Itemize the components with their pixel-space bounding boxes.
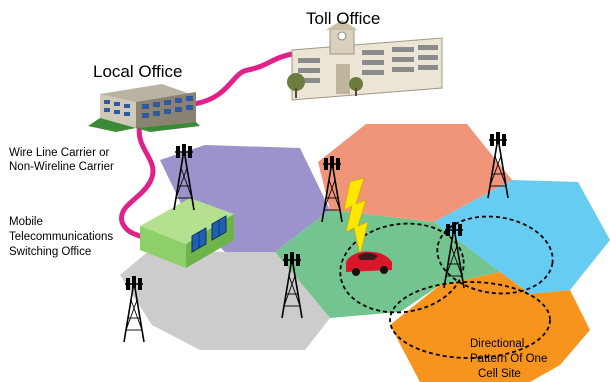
- carrier-label-line-2: Non-Wireline Carrier: [9, 161, 114, 173]
- cell-salmon: [318, 124, 512, 222]
- mtso-label-line-1: Mobile: [9, 216, 43, 228]
- cables: [119, 51, 295, 239]
- directional-label-line-2: Pattern Of One: [470, 353, 547, 365]
- cell-blue: [434, 180, 610, 294]
- cable-local-to-mtso: [119, 121, 156, 239]
- tower-icon: [123, 275, 145, 343]
- cable-local-to-toll: [191, 51, 295, 107]
- mtso-label-line-2: Telecommunications: [9, 231, 113, 243]
- carrier-label-line-1: Wire Line Carrier or: [9, 147, 109, 159]
- cell-gray: [120, 250, 330, 350]
- mtso-label-line-3: Switching Office: [9, 246, 91, 258]
- car-icon: [346, 251, 392, 276]
- pattern-lobe-bottom: [389, 281, 551, 359]
- pattern-lobe-left: [339, 222, 465, 314]
- directional-label-line-1: Directional: [470, 338, 524, 350]
- local-office-building-icon: [88, 84, 200, 132]
- local-office-label: Local Office: [93, 62, 182, 81]
- mtso-building-icon: [140, 198, 234, 268]
- lightning-icon: [343, 177, 369, 256]
- toll-office-label: Toll Office: [306, 9, 380, 28]
- directional-label-line-3: Cell Site: [478, 368, 521, 380]
- pattern-lobe-right: [436, 215, 554, 295]
- directional-pattern: [339, 215, 554, 359]
- toll-office-building-icon: [287, 20, 443, 101]
